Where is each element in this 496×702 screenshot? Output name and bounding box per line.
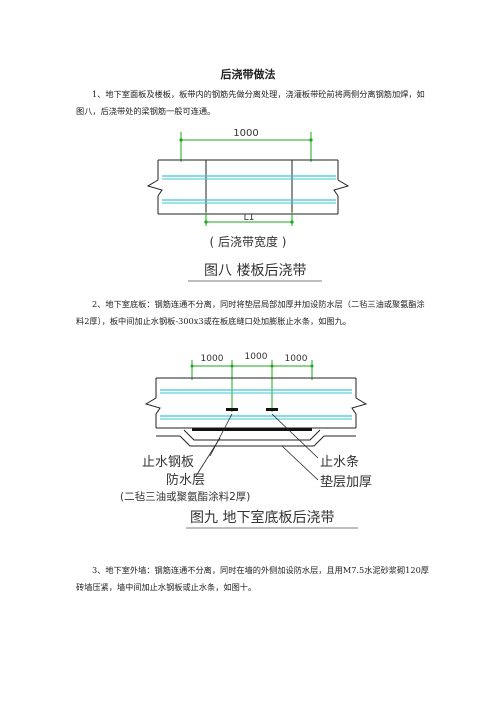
figure-9: 1000 1000 1000 止水钢板 防水层 (二毡三油或聚氨酯涂料2厚) 止… [120, 352, 372, 529]
figure-8: 1000 L1 ( 后浇带宽度 ) 图八 楼板后浇带 [146, 128, 350, 282]
fig9-dim-label-2: 1000 [245, 352, 268, 362]
fig9-dim-label-3: 1000 [285, 354, 308, 364]
fig9-strip-bar [192, 428, 312, 431]
fig9-cushion-thicken [179, 435, 325, 447]
fig9-waterproof-layer [183, 429, 321, 441]
fig9-dim-tick-3 [270, 364, 274, 368]
fig9-label-steel: 止水钢板 [142, 455, 194, 470]
fig9-label-cushion: 垫层加厚 [320, 474, 372, 490]
fig9-label-strip: 止水条 [320, 454, 359, 470]
fig8-top-dim-tick-right [309, 138, 313, 142]
fig9-caption: 图九 地下室底板后浇带 [190, 509, 334, 526]
paragraph-1: 1、地下室面板及楼板，板带内的钢筋先做分离处理，浇灌板带砼前将两侧分离钢筋加焊，… [76, 89, 425, 116]
fig8-break-left [146, 160, 163, 214]
fig8-sub-caption: ( 后浇带宽度 ) [210, 234, 287, 249]
fig9-break-right [351, 378, 368, 428]
paragraph-3: 3、地下室外墙：钢筋连通不分离，同时在墙的外侧加设防水层，且用M7.5水泥砂浆砌… [76, 565, 429, 592]
fig9-stop-plate-right [266, 408, 278, 411]
fig9-leader-strip [271, 413, 319, 459]
fig8-top-dim-tick-left [179, 138, 183, 142]
fig9-break-left [144, 378, 161, 428]
paragraph-2: 2、地下室底板：钢筋连通不分离，同时将垫层局部加厚并加设防水层（二毡三油或聚氨酯… [76, 299, 425, 326]
fig8-bot-dim-tick-left [204, 220, 208, 224]
fig9-dim-label-1: 1000 [201, 354, 224, 364]
fig9-stop-plate-left [226, 408, 238, 411]
fig8-top-dim-label: 1000 [233, 128, 258, 139]
fig9-leader-cushion [281, 445, 319, 481]
fig9-dim-tick-2 [230, 364, 234, 368]
fig8-bot-dim-tick-right [290, 220, 294, 224]
fig9-leader-steel [209, 413, 233, 457]
fig9-leader-waterproof [195, 437, 221, 477]
fig8-bot-dim-label: L1 [244, 213, 255, 223]
fig9-label-material: (二毡三油或聚氨酯涂料2厚) [120, 490, 250, 503]
fig9-label-waterproof: 防水层 [166, 472, 205, 488]
fig9-dim-tick-1 [190, 364, 194, 368]
fig9-dim-tick-4 [310, 364, 314, 368]
fig8-caption: 图八 楼板后浇带 [204, 263, 306, 279]
page-title: 后浇带做法 [220, 68, 276, 81]
fig8-break-right [333, 160, 350, 214]
